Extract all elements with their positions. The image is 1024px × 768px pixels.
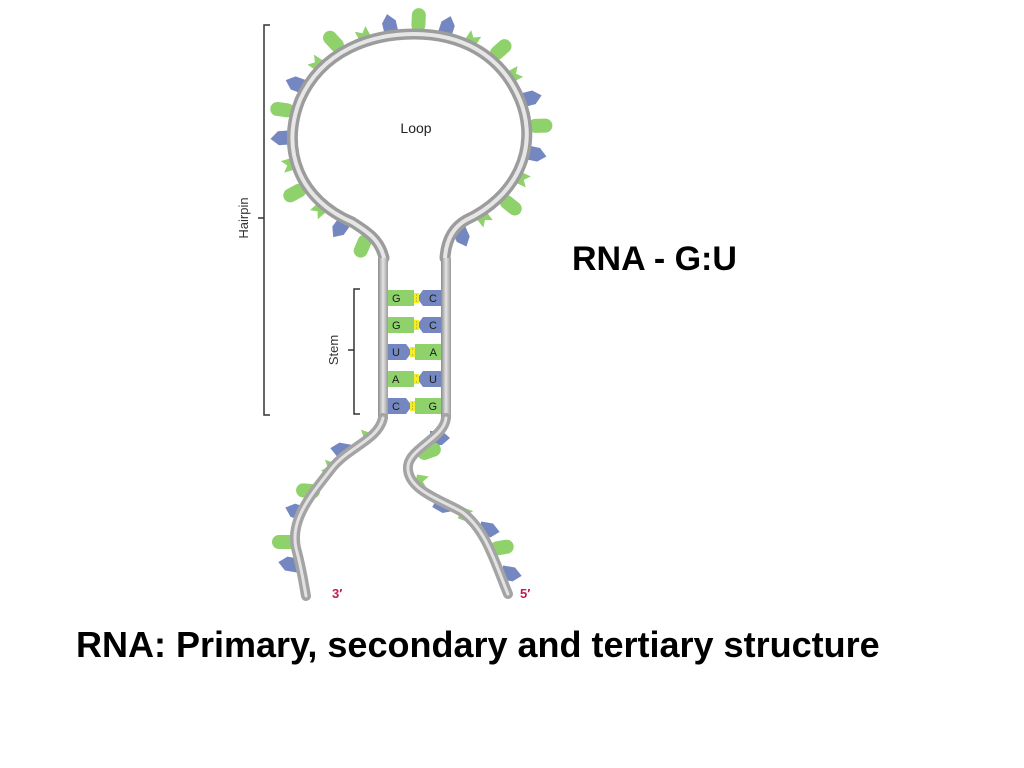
nucleotide-base (278, 556, 300, 573)
stem-base-right (415, 398, 441, 414)
nucleotide-base (283, 183, 307, 203)
base-letter-left: U (392, 347, 400, 359)
hydrogen-bond (414, 374, 419, 384)
nucleotide-base (270, 130, 291, 146)
hydrogen-bond (410, 347, 415, 357)
side-heading: RNA - G:U (572, 240, 737, 278)
hairpin-label: Hairpin (236, 197, 251, 238)
stem-base-right (417, 371, 441, 387)
backbone-loop (286, 28, 533, 264)
backbone-stem-left (378, 258, 388, 418)
hairpin-bracket (258, 24, 270, 416)
backbone-tail-5prime-highlight (406, 416, 510, 596)
base-letter-right: G (428, 401, 437, 413)
stem-base-left (388, 344, 412, 360)
base-letter-right: A (430, 347, 438, 359)
three-prime-label: 3′ (332, 586, 342, 601)
base-letter-right: C (429, 293, 437, 305)
backbone-tail-3prime-highlight (293, 416, 385, 598)
stem-base-left (388, 290, 414, 306)
stem-base-right (417, 290, 441, 306)
base-letter-left: G (392, 320, 401, 332)
stem-base-left (388, 371, 414, 387)
base-letter-right: U (429, 374, 437, 386)
nucleotide-base (490, 39, 512, 60)
stem-label: Stem (326, 335, 341, 365)
nucleotide-base (528, 118, 553, 133)
base-letter-left: C (392, 401, 400, 413)
main-heading: RNA: Primary, secondary and tertiary str… (76, 624, 880, 665)
backbone-ribbon (286, 28, 533, 601)
stem-bracket (348, 288, 360, 415)
stem-base-right (417, 317, 441, 333)
stem-base-left (388, 317, 414, 333)
nucleotide-base (499, 195, 522, 216)
nucleotide-base (270, 101, 295, 118)
stem-base-right (415, 344, 441, 360)
base-letter-left: A (392, 374, 400, 386)
backbone-loop-highlight (290, 31, 529, 260)
backbone-stem-right (441, 258, 451, 418)
loop-label: Loop (400, 120, 431, 136)
nucleotide-base (353, 234, 372, 258)
base-letter-right: C (429, 320, 437, 332)
nucleotide-base (411, 8, 426, 33)
base-letter-left: G (392, 293, 401, 305)
stem-base-left (388, 398, 412, 414)
five-prime-label: 5′ (520, 586, 530, 601)
nucleotide-base (323, 30, 344, 53)
